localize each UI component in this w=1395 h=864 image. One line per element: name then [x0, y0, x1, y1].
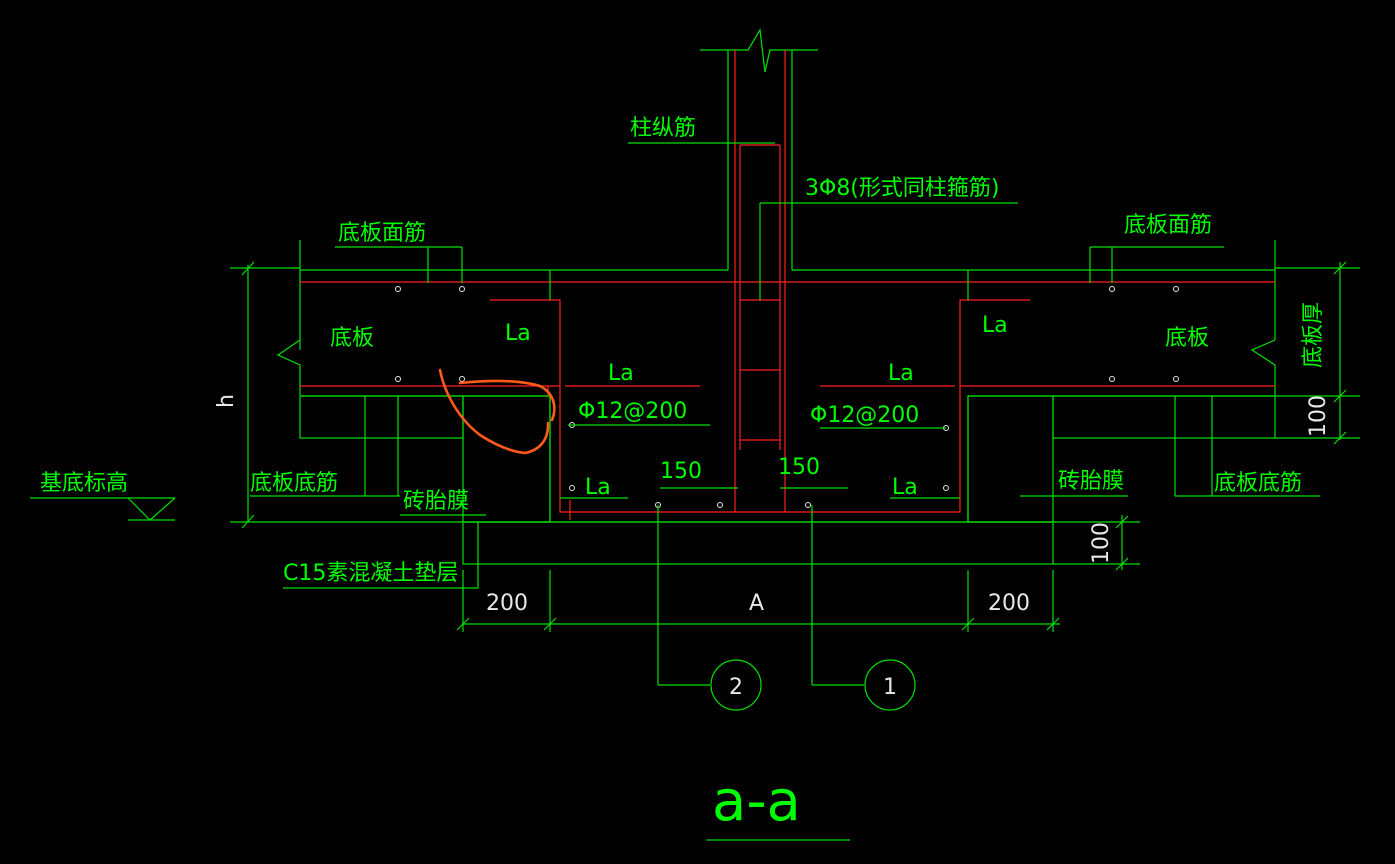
- label-la-2: La: [982, 313, 1008, 338]
- label-la-4: La: [888, 361, 914, 386]
- label-bottom-bar-left: 底板底筋: [250, 471, 338, 496]
- label-la-3: La: [608, 361, 634, 386]
- label-dim-100-bottom: 100: [1089, 522, 1114, 564]
- section-title: a-a: [712, 769, 801, 834]
- label-dim-150-left: 150: [660, 459, 702, 484]
- label-rebar-left: Φ12@200: [578, 399, 687, 424]
- callout-label-2: 2: [729, 675, 743, 700]
- label-stirrup: 3Φ8(形式同柱箍筋): [805, 176, 999, 201]
- rebar-dots: [395, 286, 1179, 508]
- column-walls: [700, 28, 818, 270]
- orange-markup: [438, 368, 550, 455]
- label-dim-100-right: 100: [1306, 395, 1331, 437]
- label-la-6: La: [892, 475, 918, 500]
- label-h: h: [214, 394, 239, 408]
- label-la-5: La: [585, 475, 611, 500]
- callout-circle-2: [710, 659, 762, 711]
- base-elevation-marker: [30, 497, 176, 521]
- label-brick-form-right: 砖胎膜: [1058, 469, 1124, 494]
- label-slab-thickness: 底板厚: [1301, 302, 1326, 368]
- dimension-lines: [230, 261, 1360, 632]
- label-slab-left: 底板: [330, 326, 374, 351]
- label-dim-A: A: [749, 591, 764, 616]
- cushion-bottom: [462, 521, 1054, 565]
- rebar: [300, 50, 1275, 520]
- label-top-bar-right: 底板面筋: [1124, 213, 1212, 238]
- brick-form-right: [967, 395, 1054, 523]
- label-rebar-right: Φ12@200: [810, 403, 919, 428]
- label-column-bar: 柱纵筋: [630, 116, 696, 141]
- brick-form-left: [462, 395, 551, 523]
- label-cushion: C15素混凝土垫层: [283, 561, 458, 586]
- cushion-left: [299, 395, 464, 439]
- label-top-bar-left: 底板面筋: [338, 221, 426, 246]
- orange-markup-2: [458, 379, 556, 422]
- label-dim-200-left: 200: [486, 591, 528, 616]
- label-bottom-bar-right: 底板底筋: [1214, 471, 1302, 496]
- label-la-1: La: [505, 321, 531, 346]
- callout-label-1: 1: [883, 675, 897, 700]
- slab-outline: [276, 240, 1276, 396]
- cushion-right: [1052, 395, 1276, 439]
- label-base-elevation: 基底标高: [40, 471, 128, 496]
- callout-circle-1: [864, 659, 916, 711]
- label-dim-150-right: 150: [778, 455, 820, 480]
- label-slab-right: 底板: [1165, 326, 1209, 351]
- label-brick-form-left: 砖胎膜: [403, 489, 469, 514]
- leader-lines: [250, 142, 1320, 686]
- label-dim-200-right: 200: [988, 591, 1030, 616]
